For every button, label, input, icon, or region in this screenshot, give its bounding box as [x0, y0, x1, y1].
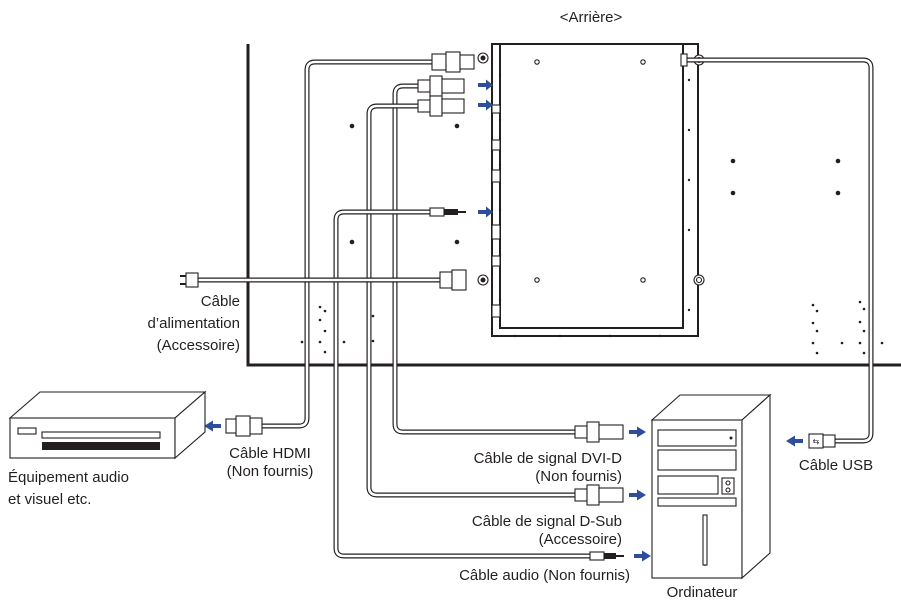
dsub-cable-label: Câble de signal D-Sub (Accessoire): [472, 513, 622, 548]
svg-text:(Non fournis): (Non fournis): [535, 468, 622, 485]
power-cable: [180, 269, 467, 291]
hdmi-cable-label: Câble HDMI (Non fournis): [227, 445, 314, 480]
monitor-rear: [246, 44, 901, 367]
dvi-cable-label: Câble de signal DVI-D (Non fournis): [474, 450, 623, 485]
svg-text:d’alimentation: d’alimentation: [147, 315, 240, 332]
svg-text:⇆: ⇆: [813, 437, 820, 446]
audio-cable: [333, 207, 651, 562]
svg-text:Équipement audio: Équipement audio: [8, 469, 129, 486]
svg-text:Câble de signal DVI-D: Câble de signal DVI-D: [474, 450, 623, 467]
svg-text:et visuel etc.: et visuel etc.: [8, 491, 91, 508]
svg-text:Câble HDMI: Câble HDMI: [229, 445, 311, 462]
svg-text:Câble: Câble: [201, 293, 240, 310]
rear-panel: [477, 43, 705, 338]
audio-cable-label: Câble audio (Non fournis): [459, 567, 630, 584]
vent-dots-right: [811, 300, 884, 355]
svg-text:Câble de signal D-Sub: Câble de signal D-Sub: [472, 513, 622, 530]
computer-label: Ordinateur: [667, 584, 738, 601]
svg-text:(Non fournis): (Non fournis): [227, 463, 314, 480]
usb-cable-label: Câble USB: [799, 457, 873, 474]
av-equipment-label: Équipement audio et visuel etc.: [8, 469, 129, 508]
hdmi-cable: [204, 51, 475, 437]
power-cable-label: Câble d’alimentation (Accessoire): [147, 293, 240, 354]
dvi-cable: [392, 75, 646, 443]
computer-tower: [650, 393, 772, 580]
svg-text:(Accessoire): (Accessoire): [157, 337, 240, 354]
dsub-cable: [366, 95, 646, 506]
port-arrows: [478, 79, 493, 218]
svg-text:(Accessoire): (Accessoire): [539, 531, 622, 548]
rear-label: <Arrière>: [560, 9, 623, 26]
av-equipment: [8, 390, 207, 460]
usb-cable: ⇆: [680, 53, 874, 449]
